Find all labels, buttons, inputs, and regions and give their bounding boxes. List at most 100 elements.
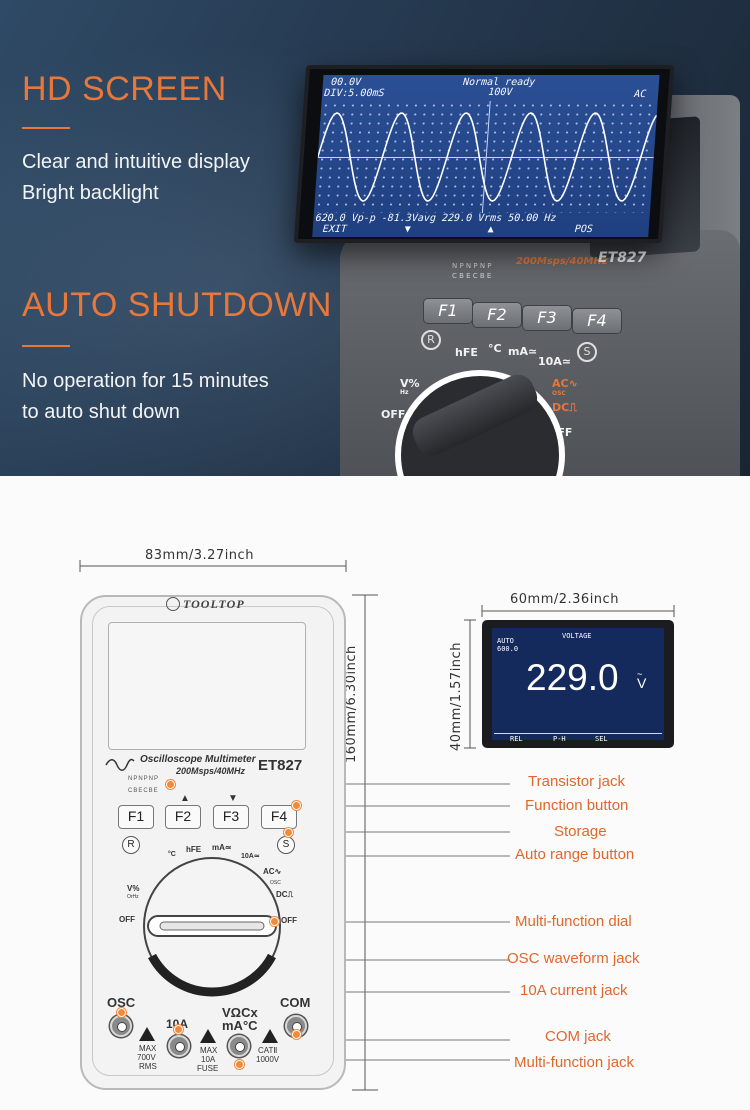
hfe-label: hFE (455, 346, 478, 359)
off-right-label: OFF (281, 916, 297, 925)
f2-key[interactable]: F2 (472, 302, 522, 328)
callout-multi-function-dial: Multi-function dial (515, 913, 632, 930)
heading-underline (22, 127, 70, 129)
dc-label: DC⎍ (276, 890, 294, 899)
ten-a-jack[interactable] (168, 1035, 190, 1057)
osc-rms-label: RMS (139, 1062, 157, 1071)
osc-small-label: OSC (270, 880, 281, 886)
sine-waveform (317, 112, 658, 202)
osc-label: OSC (552, 390, 566, 397)
ac-label: AC∿ (552, 377, 578, 390)
brand-logo: TOOLTOP (183, 597, 245, 611)
f4-key[interactable]: F4 (572, 308, 622, 334)
com-jack-label: COM (280, 995, 311, 1010)
f2-key[interactable]: F2 (165, 805, 201, 829)
celsius-label: °C (168, 851, 176, 858)
range-indicator: 600.0 (497, 645, 519, 653)
voltage-percent-label: V% (127, 884, 140, 893)
multi-function-jack-marker (235, 1060, 244, 1069)
width-dimension-label: 83mm/3.27inch (145, 548, 254, 563)
ma-celsius-jack-label: mA°C (222, 1018, 258, 1033)
dc-label: DC⎍ (552, 401, 577, 414)
coupling-text: AC (633, 89, 647, 100)
hz-label: Hz (400, 389, 409, 396)
voltage-percent-label: V% (400, 377, 420, 390)
osc-jack-marker (117, 1008, 126, 1017)
transistor-pins: N P N P N P (452, 262, 492, 270)
wave-logo-icon (105, 758, 135, 771)
f3-key[interactable]: F3 (522, 305, 572, 331)
f3-key[interactable]: F3 (213, 805, 249, 829)
off-left-label: OFF (381, 408, 406, 421)
cat-voltage: 1000V (256, 1055, 280, 1064)
hfe-label: hFE (186, 845, 202, 854)
transistor-pins-row2: C B E C B E (452, 272, 492, 280)
osc-max-label: MAX (139, 1044, 157, 1053)
osc-max-voltage: 700V (137, 1053, 156, 1062)
callout-transistor-jack: Transistor jack (528, 773, 625, 790)
callout-function-button: Function button (525, 797, 629, 814)
warning-icon (200, 1029, 216, 1043)
f1-key[interactable]: F1 (423, 298, 473, 324)
device-subtitle: Oscilloscope Multimeter (140, 754, 256, 765)
hd-screen-banner: HD SCREEN Clear and intuitive display Br… (0, 0, 750, 476)
auto-shutdown-text-line1: No operation for 15 minutes (22, 370, 269, 392)
multimeter-inner-outline (92, 606, 334, 1076)
softkey-ph[interactable]: P-H (553, 735, 566, 743)
osc-jack[interactable] (110, 1015, 132, 1037)
softkey-sel[interactable]: SEL (595, 735, 608, 743)
fuse-label: FUSE (197, 1064, 219, 1073)
heading-underline (22, 345, 70, 347)
callout-10a-current-jack: 10A current jack (520, 982, 628, 999)
hd-screen-text-line2: Bright backlight (22, 182, 159, 204)
warning-icon (262, 1029, 278, 1043)
ten-a-max-value: 10A (201, 1055, 216, 1064)
com-jack-marker (292, 1030, 301, 1039)
auto-shutdown-heading: AUTO SHUTDOWN (22, 286, 332, 324)
multimeter-screen (108, 622, 306, 750)
rotary-dial[interactable] (130, 856, 294, 1006)
measurement-readout: 620.0 Vp-p -81.3Vavg 229.0 Vrms 50.00 Hz (315, 213, 557, 224)
brand-logo-icon (166, 597, 180, 611)
callout-auto-range-button: Auto range button (515, 846, 635, 863)
screen-display-area: 00.0V DIV:5.00mS Normal ready 100V AC 62… (312, 75, 660, 237)
callout-storage: Storage (554, 823, 607, 840)
callout-osc-waveform-jack: OSC waveform jack (507, 950, 640, 967)
auto-range-indicator: AUTO (497, 637, 514, 645)
f4-key[interactable]: F4 (261, 805, 297, 829)
softkey-down-arrow[interactable]: ▼ (404, 224, 412, 235)
display-unit: V (637, 675, 647, 691)
softkey-rel[interactable]: REL (510, 735, 523, 743)
ten-a-max-label: MAX (200, 1046, 218, 1055)
osc-jack-label: OSC (107, 995, 136, 1010)
display-reading: 229.0 (526, 657, 619, 698)
ten-a-label: 10A≃ (241, 853, 260, 860)
f1-key[interactable]: F1 (118, 805, 154, 829)
off-left-label: OFF (119, 915, 135, 924)
softkey-up-arrow[interactable]: ▲ (487, 224, 495, 235)
softkey-exit[interactable]: EXIT (322, 224, 348, 235)
ma-label: mA≃ (508, 345, 538, 358)
storage-r-key[interactable]: R (122, 836, 140, 854)
display-softkey-bar (494, 733, 662, 740)
up-arrow-icon: ▲ (180, 793, 190, 804)
callout-multi-function-jack: Multi-function jack (514, 1054, 635, 1071)
ten-a-jack-marker (174, 1025, 183, 1034)
transistor-pins-row2: CBECBE (128, 788, 159, 794)
storage-r-key[interactable]: R (421, 330, 441, 350)
range-text: 100V (487, 87, 513, 98)
height-dimension-label: 160mm/6.30inch (344, 645, 359, 763)
vohm-jack-label: VΩCx (222, 1005, 258, 1020)
screen-bottom-bar: 620.0 Vp-p -81.3Vavg 229.0 Vrms 50.00 Hz… (312, 213, 650, 237)
range-s-key[interactable]: S (577, 342, 597, 362)
multi-function-jack[interactable] (228, 1035, 250, 1057)
ac-label: AC∿ (263, 867, 282, 876)
transistor-pins: NPNPNP (128, 776, 160, 782)
ten-a-label: 10A≃ (538, 355, 572, 368)
range-s-key[interactable]: S (277, 836, 295, 854)
softkey-pos[interactable]: POS (574, 224, 594, 235)
display-height-label: 40mm/1.57inch (449, 642, 464, 751)
auto-shutdown-text-line2: to auto shut down (22, 401, 180, 423)
device-spec: 200Msps/40MHz (516, 256, 608, 267)
device-model: ET827 (598, 250, 647, 266)
